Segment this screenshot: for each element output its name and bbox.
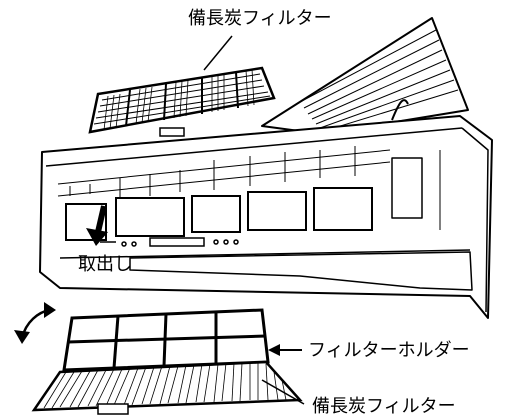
bottom-filter-leader: [261, 379, 305, 405]
filter-holder: [62, 308, 270, 372]
bottom-filter-label: 備長炭フィルター: [312, 396, 456, 417]
down-arrow-icon: [86, 205, 108, 246]
charcoal-filter-top: [88, 66, 276, 137]
front-panel-ribs: [299, 29, 459, 132]
control-strip: [100, 237, 239, 247]
panel-hinge: [391, 99, 409, 121]
charcoal-filter-bottom: [31, 360, 303, 415]
remove-label: 取出し: [78, 254, 132, 275]
front-panel-windows: [65, 187, 373, 241]
top-filter-label: 備長炭フィルター: [188, 8, 332, 29]
intake-grille: [57, 146, 391, 198]
front-panel-open: [261, 17, 469, 135]
left-arrow-icon: [268, 344, 302, 356]
holder-label: フィルターホルダー: [308, 340, 470, 361]
top-filter-leader: [203, 35, 233, 71]
rotate-arrow-icon: [14, 302, 56, 344]
bottom-louver: [129, 251, 473, 291]
